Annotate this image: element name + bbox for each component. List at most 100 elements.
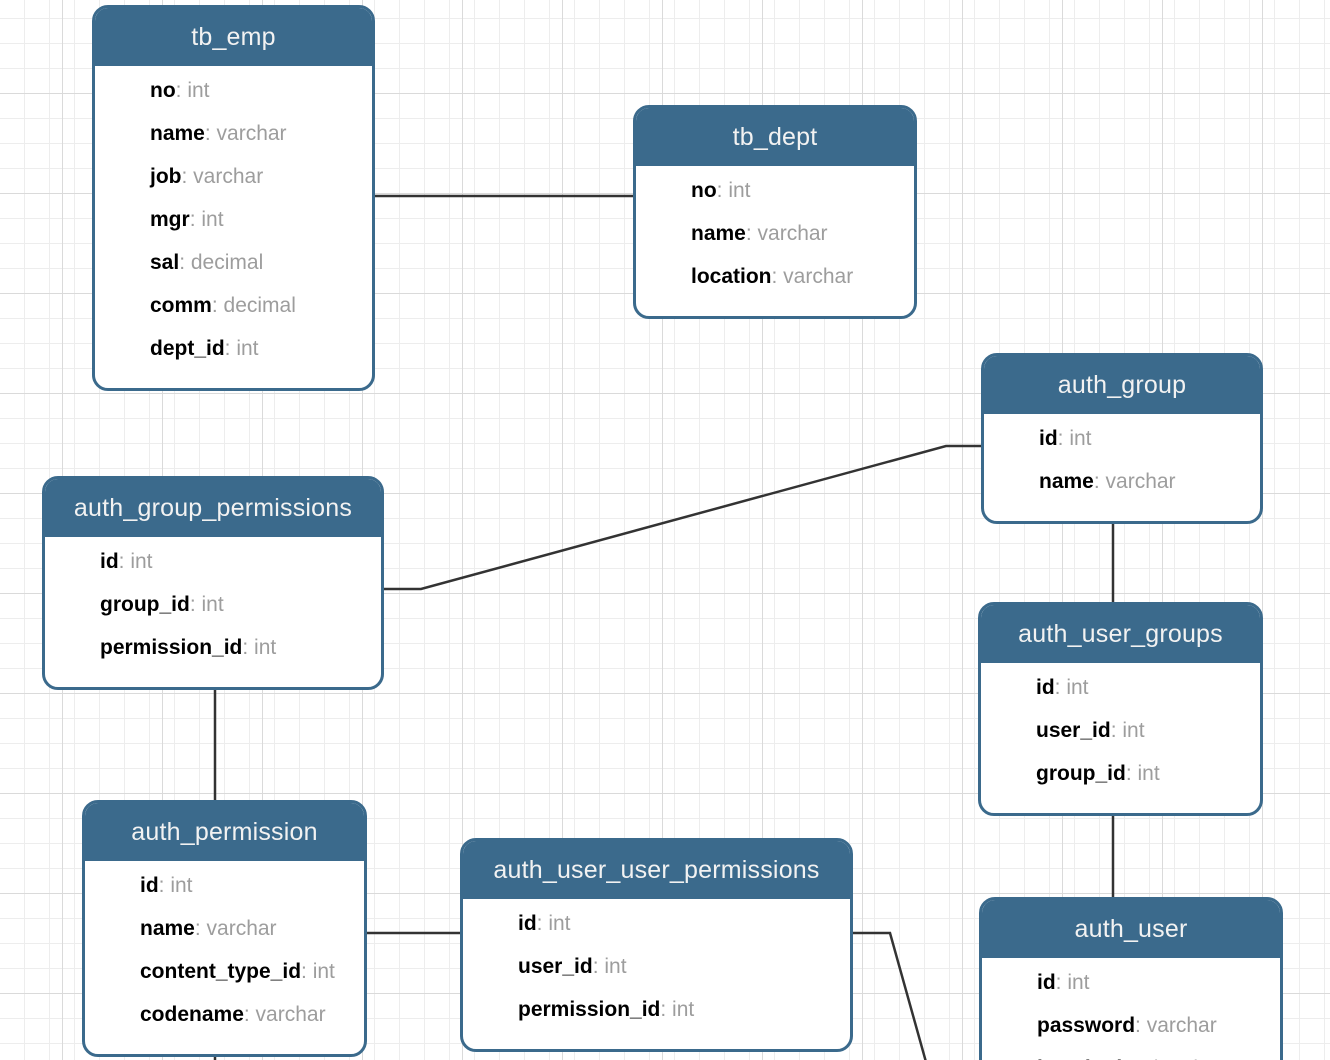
entity-title[interactable]: auth_user_user_permissions [463,841,850,899]
entity-title[interactable]: auth_group [984,356,1260,414]
field-user_id[interactable]: user_id: int [981,709,1260,752]
field-name: group_id [1036,761,1126,785]
field-type: : int [1110,718,1145,742]
field-name: id [140,873,159,897]
entity-title[interactable]: auth_group_permissions [45,479,381,537]
field-name: mgr [150,207,190,231]
field-type: : varchar [204,121,287,145]
field-name[interactable]: name: varchar [95,112,372,155]
field-type: : varchar [181,164,264,188]
field-name: dept_id [150,336,225,360]
field-name: sal [150,250,180,274]
entity-title[interactable]: auth_permission [85,803,364,861]
field-id[interactable]: id: int [45,540,381,583]
field-name: no [150,78,176,102]
field-user_id[interactable]: user_id: int [463,945,850,988]
entity-title[interactable]: auth_user_groups [981,605,1260,663]
field-type: : int [189,592,224,616]
field-id[interactable]: id: int [982,961,1280,1004]
field-id[interactable]: id: int [984,417,1260,460]
field-name: user_id [1036,718,1111,742]
field-name: comm [150,293,212,317]
entity-title[interactable]: tb_emp [95,8,372,66]
relationship-auth_group_permissions--auth_group [384,444,981,591]
field-type: : varchar [243,1002,326,1026]
field-type: : varchar [1093,469,1176,493]
field-name[interactable]: name: varchar [636,212,914,255]
field-type: : varchar [194,916,277,940]
field-id[interactable]: id: int [463,902,850,945]
field-name[interactable]: name: varchar [85,907,364,950]
field-type: : datetime [1135,1057,1227,1060]
field-name: group_id [100,592,190,616]
field-password[interactable]: password: varchar [982,1004,1280,1047]
field-type: : int [189,207,224,231]
field-name: id [1037,970,1056,994]
entity-title[interactable]: auth_user [982,900,1280,958]
field-name: codename [140,1002,244,1026]
field-name: password [1037,1013,1136,1037]
field-type: : int [536,911,571,935]
field-name[interactable]: name: varchar [984,460,1260,503]
field-job[interactable]: job: varchar [95,155,372,198]
field-mgr[interactable]: mgr: int [95,198,372,241]
field-no[interactable]: no: int [95,69,372,112]
field-id[interactable]: id: int [85,864,364,907]
field-group_id[interactable]: group_id: int [45,583,381,626]
field-last_login[interactable]: last_login: datetime [982,1047,1280,1060]
field-id[interactable]: id: int [981,666,1260,709]
field-type: : varchar [745,221,828,245]
field-type: : int [1054,675,1089,699]
field-type: : int [716,178,751,202]
field-type: : int [592,954,627,978]
field-name: id [1036,675,1055,699]
field-codename[interactable]: codename: varchar [85,993,364,1036]
field-no[interactable]: no: int [636,169,914,212]
field-type: : int [301,959,335,983]
field-location[interactable]: location: varchar [636,255,914,298]
field-name: no [691,178,717,202]
field-permission_id[interactable]: permission_id: int [45,626,381,669]
field-type: : int [158,873,193,897]
field-content_type_id[interactable]: content_type_id: int [85,950,364,993]
field-name: name [140,916,195,940]
relationship-auth_user_user_permissions--auth_user [853,931,927,1060]
field-type: : int [118,549,153,573]
field-type: : int [242,635,277,659]
field-type: : decimal [179,250,264,274]
field-type: : int [1055,970,1090,994]
field-type: : int [175,78,210,102]
field-sal[interactable]: sal: decimal [95,241,372,284]
field-type: : int [660,997,695,1021]
field-permission_id[interactable]: permission_id: int [463,988,850,1031]
field-type: : varchar [771,264,854,288]
field-comm[interactable]: comm: decimal [95,284,372,327]
field-name: user_id [518,954,593,978]
field-name: permission_id [518,997,661,1021]
field-type: : int [1057,426,1092,450]
field-name: last_login [1037,1057,1135,1060]
field-name: job [150,164,182,188]
field-type: : varchar [1135,1013,1217,1037]
field-dept_id[interactable]: dept_id: int [95,327,372,370]
field-group_id[interactable]: group_id: int [981,752,1260,795]
field-type: : int [1125,761,1160,785]
entity-title[interactable]: tb_dept [636,108,914,166]
field-name: name [1039,469,1094,493]
field-name: permission_id [100,635,243,659]
